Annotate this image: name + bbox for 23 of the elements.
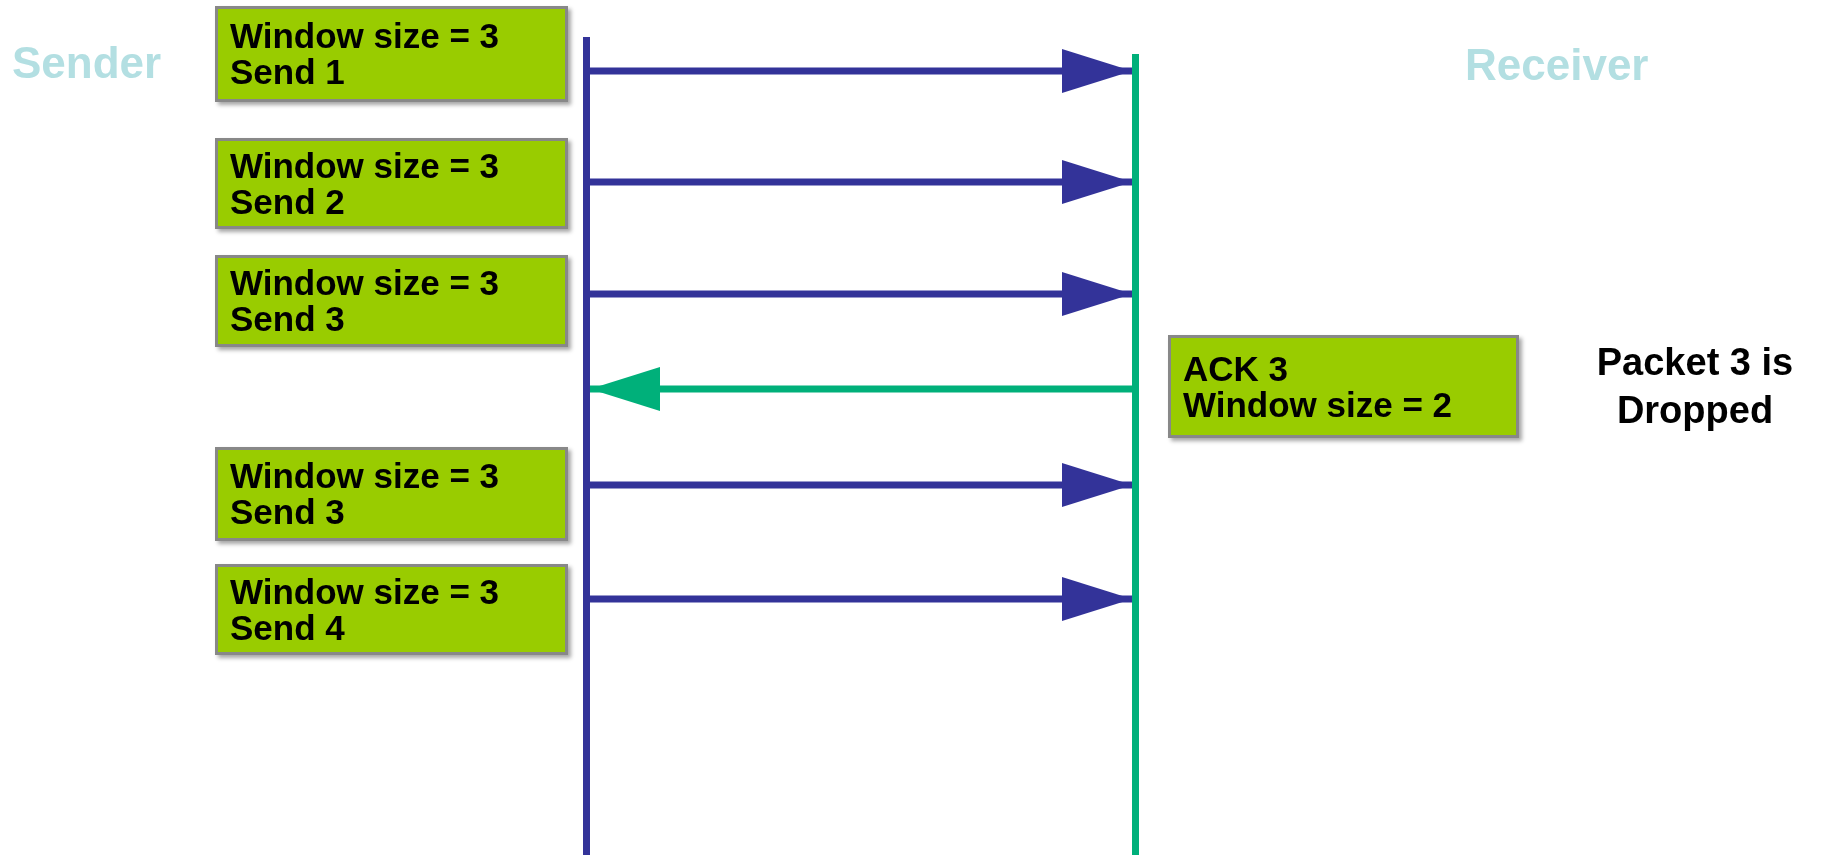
box-text: Window size = 3: [230, 147, 501, 184]
box-text: ACK 3: [1183, 350, 1290, 387]
box-text: Send 1: [230, 54, 346, 90]
participant-label: Receiver: [1465, 39, 1649, 91]
note-text: Packet 3 is Dropped: [1595, 340, 1795, 433]
box-text: Send 3: [230, 494, 346, 530]
message-box: [215, 138, 568, 229]
message-box: [215, 6, 568, 102]
box-text: Window size = 2: [1183, 386, 1454, 423]
lifeline-bar: [1132, 54, 1139, 855]
lifeline-bar: [583, 37, 590, 855]
box-text: Send 3: [230, 301, 346, 337]
message-box: [215, 255, 568, 347]
box-text: Window size = 3: [230, 18, 501, 54]
box-text: Send 2: [230, 183, 346, 220]
box-text: Window size = 3: [230, 265, 501, 301]
box-text: Send 4: [230, 609, 346, 646]
message-box: [215, 447, 568, 541]
message-box: [215, 564, 568, 655]
message-box: [1168, 335, 1519, 438]
participant-label: Sender: [12, 37, 162, 89]
box-text: Window size = 3: [230, 458, 501, 494]
box-text: Window size = 3: [230, 573, 501, 610]
